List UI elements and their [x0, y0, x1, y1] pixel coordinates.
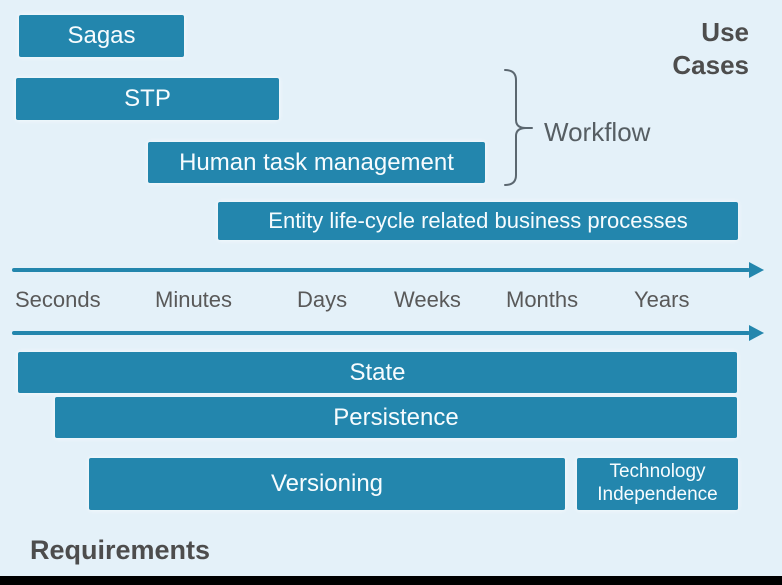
footer-black-bar — [0, 576, 782, 585]
bar-label: Sagas — [67, 22, 136, 49]
timeline-label-weeks: Weeks — [394, 287, 461, 312]
timeline-label-days: Days — [297, 287, 348, 312]
bar-label: STP — [124, 85, 171, 112]
use-cases-heading: Use Cases — [672, 17, 749, 80]
requirements-heading: Requirements — [30, 535, 211, 565]
requirement-bar-versioning: Versioning — [89, 458, 565, 510]
bar-label: Entity life-cycle related business proce… — [268, 208, 688, 233]
workflow-brace-icon — [504, 69, 533, 186]
arrowhead-right-icon — [749, 262, 764, 278]
timeline-label-months: Months — [506, 287, 579, 312]
use-case-bar-human-task-management: Human task management — [148, 142, 485, 183]
workflow-label: Workflow — [544, 117, 651, 147]
arrowhead-right-icon — [749, 325, 764, 341]
timeline-arrow-bottom — [12, 325, 764, 341]
bar-label: Versioning — [270, 470, 384, 497]
timeline-arrow-top — [12, 262, 764, 278]
bar-label: Human task management — [179, 148, 454, 176]
timeline-label-minutes: Minutes — [155, 287, 233, 312]
use-case-bar-entity-lifecycle: Entity life-cycle related business proce… — [218, 202, 738, 240]
requirement-bar-persistence: Persistence — [55, 397, 737, 438]
requirement-bar-technology-independence: Technology Independence — [577, 458, 738, 510]
use-case-bar-sagas: Sagas — [19, 15, 184, 57]
timeline-label-seconds: Seconds — [15, 287, 101, 312]
requirement-bar-state: State — [18, 352, 737, 393]
bar-label: Technology Independence — [597, 461, 718, 505]
use-case-bar-stp: STP — [16, 78, 279, 120]
bar-label: Persistence — [333, 403, 459, 431]
bar-label: State — [349, 358, 406, 386]
timeline-label-years: Years — [634, 287, 690, 312]
